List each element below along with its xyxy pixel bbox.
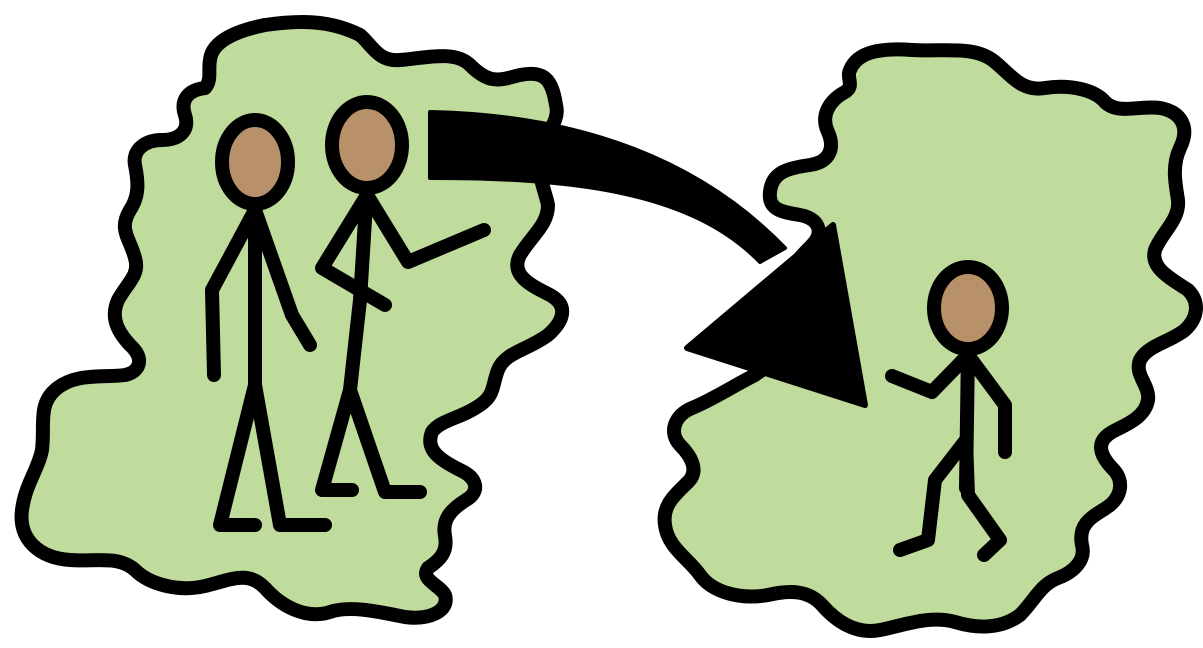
person-head (332, 102, 402, 188)
person-head (222, 120, 288, 204)
person-head (934, 267, 1002, 349)
